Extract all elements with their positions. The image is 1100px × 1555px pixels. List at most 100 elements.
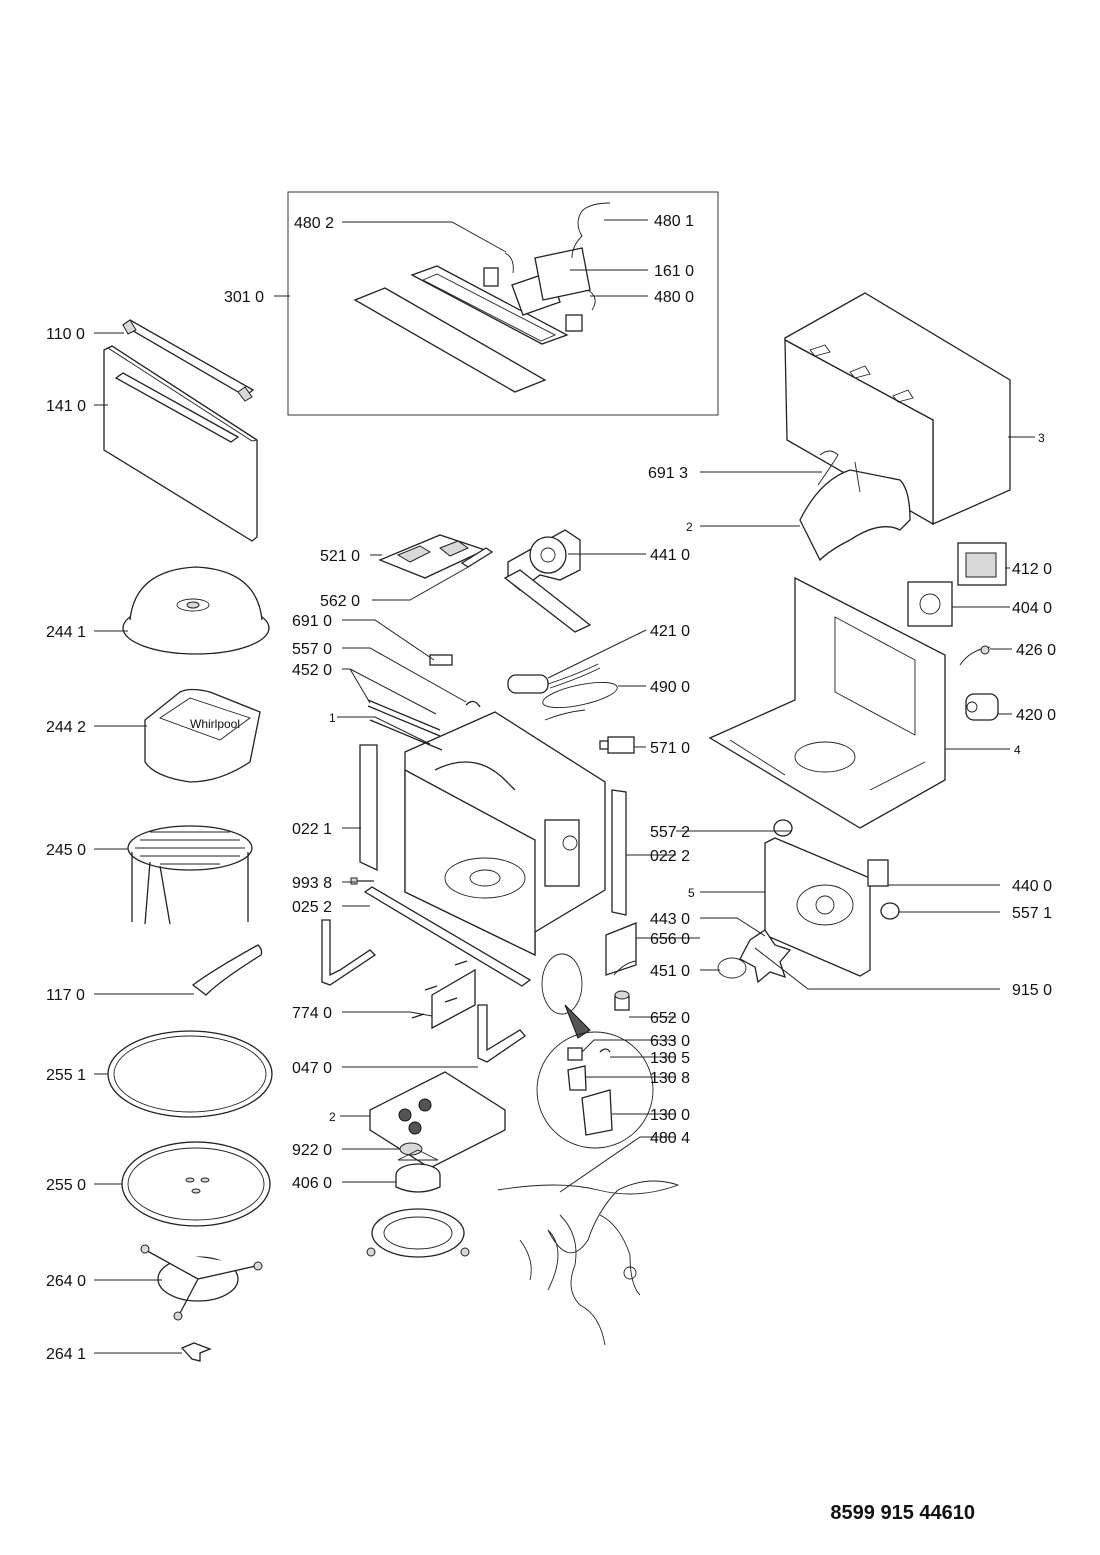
callout-557-1: 557 1 xyxy=(1012,905,1052,922)
callout-161-0: 161 0 xyxy=(654,263,694,280)
document-number: 8599 915 44610 xyxy=(830,1502,975,1524)
power-cable xyxy=(542,681,618,721)
callout-4: 4 xyxy=(1014,743,1021,757)
callout-244-2: 244 2 xyxy=(46,719,86,736)
callout-2-bottom: 2 xyxy=(329,1110,336,1124)
callout-301-0: 301 0 xyxy=(224,289,264,306)
callout-633-0: 633 0 xyxy=(650,1033,690,1050)
side-panel-right xyxy=(611,789,627,916)
door-lock-detail xyxy=(536,953,654,1149)
callout-141-0: 141 0 xyxy=(46,398,86,415)
callout-022-1: 022 1 xyxy=(292,821,332,838)
side-panel-left xyxy=(359,744,378,872)
callout-691-0: 691 0 xyxy=(292,613,332,630)
microswitch-block xyxy=(599,736,635,754)
fan-motor-bracket xyxy=(503,529,592,633)
callout-2-top: 2 xyxy=(686,520,693,534)
screw-993 xyxy=(350,877,374,885)
callout-426-0: 426 0 xyxy=(1016,642,1056,659)
callout-406-0: 406 0 xyxy=(292,1175,332,1192)
callout-420-0: 420 0 xyxy=(1016,707,1056,724)
callout-labels: 480 2 480 1 161 0 301 0 480 0 110 0 141 … xyxy=(46,213,1056,1363)
callout-480-4: 480 4 xyxy=(650,1130,690,1147)
oven-cavity xyxy=(404,711,606,957)
callout-451-0: 451 0 xyxy=(650,963,690,980)
door-handle xyxy=(121,319,255,402)
callout-443-0: 443 0 xyxy=(650,911,690,928)
callout-022-2: 022 2 xyxy=(650,848,690,865)
front-sill-trim xyxy=(363,886,532,987)
thermostat-1 xyxy=(880,902,900,920)
grill-rack xyxy=(127,825,253,925)
roller-coupler xyxy=(180,1342,212,1362)
callout-264-1: 264 1 xyxy=(46,1346,86,1363)
callout-480-1: 480 1 xyxy=(654,213,694,230)
callout-404-0: 404 0 xyxy=(1012,600,1052,617)
callout-571-0: 571 0 xyxy=(650,740,690,757)
callout-412-0: 412 0 xyxy=(1012,561,1052,578)
wiring-harness xyxy=(497,1180,680,1346)
callout-245-0: 245 0 xyxy=(46,842,86,859)
thermistor-rod xyxy=(460,547,494,568)
callout-652-0: 652 0 xyxy=(650,1010,690,1027)
capacitor xyxy=(507,663,601,694)
callout-557-2: 557 2 xyxy=(650,824,690,841)
leader-lines xyxy=(94,219,1035,1354)
callout-264-0: 264 0 xyxy=(46,1273,86,1290)
roller-support xyxy=(140,1244,263,1321)
thermostat-2 xyxy=(773,819,793,837)
callout-774-0: 774 0 xyxy=(292,1005,332,1022)
outer-casing xyxy=(784,292,1011,526)
hinge-right xyxy=(477,1004,526,1063)
callout-993-8: 993 8 xyxy=(292,875,332,892)
callout-480-2: 480 2 xyxy=(294,215,334,232)
callout-656-0: 656 0 xyxy=(650,931,690,948)
callout-480-0: 480 0 xyxy=(654,289,694,306)
callout-244-1: 244 1 xyxy=(46,624,86,641)
callout-915-0: 915 0 xyxy=(1012,982,1052,999)
turntable-ring xyxy=(107,1030,273,1118)
callout-130-0: 130 0 xyxy=(650,1107,690,1124)
door-glass xyxy=(103,345,259,542)
lamp-holder xyxy=(614,990,630,1011)
callout-5: 5 xyxy=(688,886,695,900)
glass-turntable xyxy=(121,1141,271,1227)
transformer xyxy=(957,542,1007,586)
thermal-fuse xyxy=(867,859,889,887)
callout-562-0: 562 0 xyxy=(320,593,360,610)
callout-490-0: 490 0 xyxy=(650,679,690,696)
callout-255-1: 255 1 xyxy=(46,1067,86,1084)
callout-557-0: 557 0 xyxy=(292,641,332,658)
control-panel-assembly xyxy=(353,202,611,393)
motor-cover xyxy=(366,1208,470,1258)
callout-130-8: 130 8 xyxy=(650,1070,690,1087)
power-board xyxy=(378,534,487,579)
grill-handle xyxy=(191,944,263,996)
callout-441-0: 441 0 xyxy=(650,547,690,564)
turntable-motor xyxy=(395,1149,441,1193)
hinge-left xyxy=(321,919,377,986)
callout-691-3: 691 3 xyxy=(648,465,688,482)
wire-connector xyxy=(959,645,991,666)
callout-025-2: 025 2 xyxy=(292,899,332,916)
control-panel-group-box xyxy=(287,191,719,416)
hinge-plate xyxy=(411,960,476,1030)
svg-text:Whirlpool: Whirlpool xyxy=(190,717,240,731)
base-plate xyxy=(708,576,946,829)
callout-130-5: 130 5 xyxy=(650,1050,690,1067)
callout-440-0: 440 0 xyxy=(1012,878,1052,895)
lamp-cover xyxy=(605,922,637,976)
callout-3: 3 xyxy=(1038,431,1045,445)
callout-452-0: 452 0 xyxy=(292,662,332,679)
heating-elements xyxy=(367,654,481,751)
callout-110-0: 110 0 xyxy=(46,326,85,343)
plate-cover xyxy=(122,566,270,655)
callout-255-0: 255 0 xyxy=(46,1177,86,1194)
cooling-fan-bracket xyxy=(369,1071,506,1169)
fan-ring xyxy=(717,957,747,979)
callout-922-0: 922 0 xyxy=(292,1142,332,1159)
air-guide-top xyxy=(799,450,911,562)
fan-motor-small xyxy=(965,693,999,721)
